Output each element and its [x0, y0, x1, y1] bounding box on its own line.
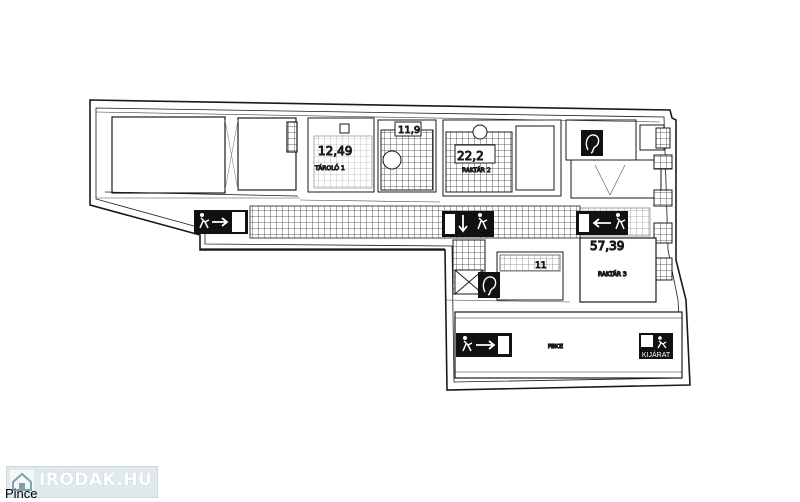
- exit-sign-kijarat: KIJÁRAT: [639, 333, 673, 359]
- bottom-hall-label: PINCE: [548, 344, 563, 350]
- ear-symbol-lower: [478, 272, 500, 298]
- ear-symbol-upper: [581, 130, 603, 156]
- stair-area: 11: [452, 239, 564, 301]
- room-storage-1: 12,49 TÁROLÓ 1: [307, 117, 375, 193]
- exit-label: KIJÁRAT: [642, 350, 671, 359]
- room-storage-3: 57,39 RAKTÁR 3: [579, 237, 657, 303]
- room1-area-note: 12,49: [318, 144, 352, 158]
- room-2: 11,9: [377, 119, 437, 193]
- lower-area-note: 11: [535, 261, 546, 271]
- left-rooms: [104, 116, 299, 197]
- exit-sign-left: [194, 210, 248, 234]
- house-icon: [10, 470, 34, 492]
- exit-sign-center: [442, 211, 494, 237]
- floor-caption: Pince: [5, 486, 38, 501]
- room1-label: TÁROLÓ 1: [314, 165, 345, 172]
- exit-sign-bottom: [456, 333, 512, 357]
- room-storage-2: 22,2 RAKTÁR 2: [442, 119, 562, 197]
- room2-area-note: 11,9: [398, 125, 420, 136]
- watermark-text: IRODAK.HU: [39, 470, 153, 490]
- room3-area-note: 22,2: [457, 149, 484, 163]
- room4-area-note: 57,39: [590, 239, 624, 253]
- room4-label: RAKTÁR 3: [598, 271, 627, 278]
- dimension-marks: [95, 111, 661, 303]
- room3-label: RAKTÁR 2: [462, 167, 491, 174]
- exit-sign-right: [576, 211, 628, 235]
- irodak-watermark: IRODAK.HU: [6, 466, 158, 498]
